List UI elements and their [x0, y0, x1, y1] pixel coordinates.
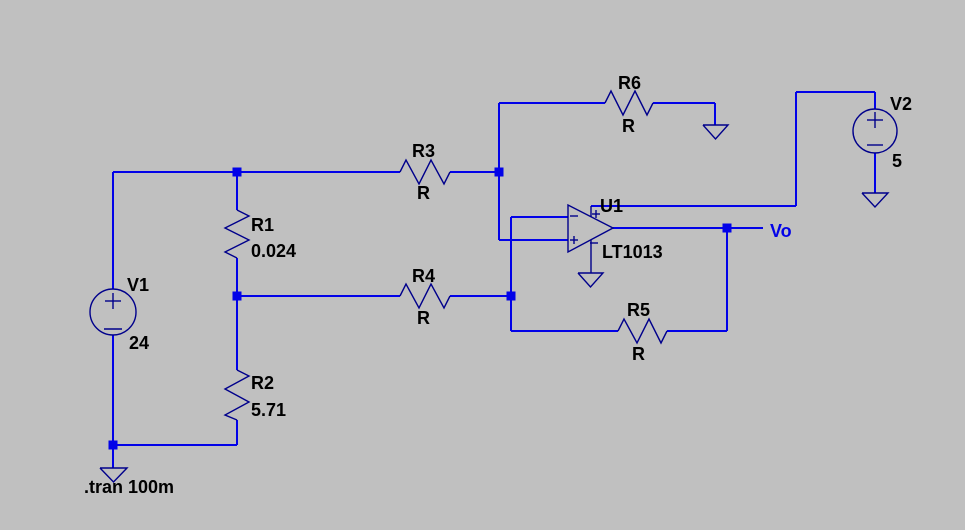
resistor-r4-body[interactable]: [399, 282, 451, 310]
component-value-r5[interactable]: R: [632, 344, 645, 364]
junction-dot: [108, 440, 118, 450]
opamp-u1[interactable]: [567, 203, 615, 273]
voltage-source-v2[interactable]: [852, 108, 898, 154]
component-value-r2[interactable]: 5.71: [251, 400, 286, 420]
ground-icon[interactable]: [861, 192, 890, 209]
junction-dot: [722, 223, 732, 233]
component-label-r3[interactable]: R3: [412, 141, 435, 161]
voltage-source-v2-circle[interactable]: [852, 108, 898, 154]
component-value-v2[interactable]: 5: [892, 151, 902, 171]
resistor-r5-body[interactable]: [617, 317, 668, 345]
ground-icon[interactable]: [702, 124, 730, 141]
component-label-r1[interactable]: R1: [251, 215, 274, 235]
component-label-r5[interactable]: R5: [627, 300, 650, 320]
component-value-r4[interactable]: R: [417, 308, 430, 328]
component-value-r3[interactable]: R: [417, 183, 430, 203]
component-value-u1[interactable]: LT1013: [602, 242, 663, 262]
wires: [112, 91, 876, 468]
voltage-source-v1-circle[interactable]: [89, 288, 137, 336]
component-value-r6[interactable]: R: [622, 116, 635, 136]
ground-icon[interactable]: [577, 272, 605, 289]
component-label-r4[interactable]: R4: [412, 266, 435, 286]
component-value-v1[interactable]: 24: [129, 333, 149, 353]
voltage-source-v1[interactable]: [89, 288, 137, 336]
component-label-v1[interactable]: V1: [127, 275, 149, 295]
net-label-vo[interactable]: Vo: [770, 221, 792, 241]
junction-dot: [232, 291, 242, 301]
component-label-r6[interactable]: R6: [618, 73, 641, 93]
spice-directive[interactable]: .tran 100m: [84, 477, 174, 497]
resistor-r3-body[interactable]: [399, 158, 451, 186]
junction-dot: [232, 167, 242, 177]
resistor-r1-body[interactable]: [223, 209, 251, 259]
resistor-r6-body[interactable]: [604, 89, 654, 117]
component-value-r1[interactable]: 0.024: [251, 241, 296, 261]
junction-dot: [506, 291, 516, 301]
component-label-r2[interactable]: R2: [251, 373, 274, 393]
junction-dot: [494, 167, 504, 177]
component-label-v2[interactable]: V2: [890, 94, 912, 114]
component-label-u1[interactable]: U1: [600, 196, 623, 216]
resistor-r2-body[interactable]: [223, 369, 251, 421]
ground-icon[interactable]: [99, 467, 129, 484]
